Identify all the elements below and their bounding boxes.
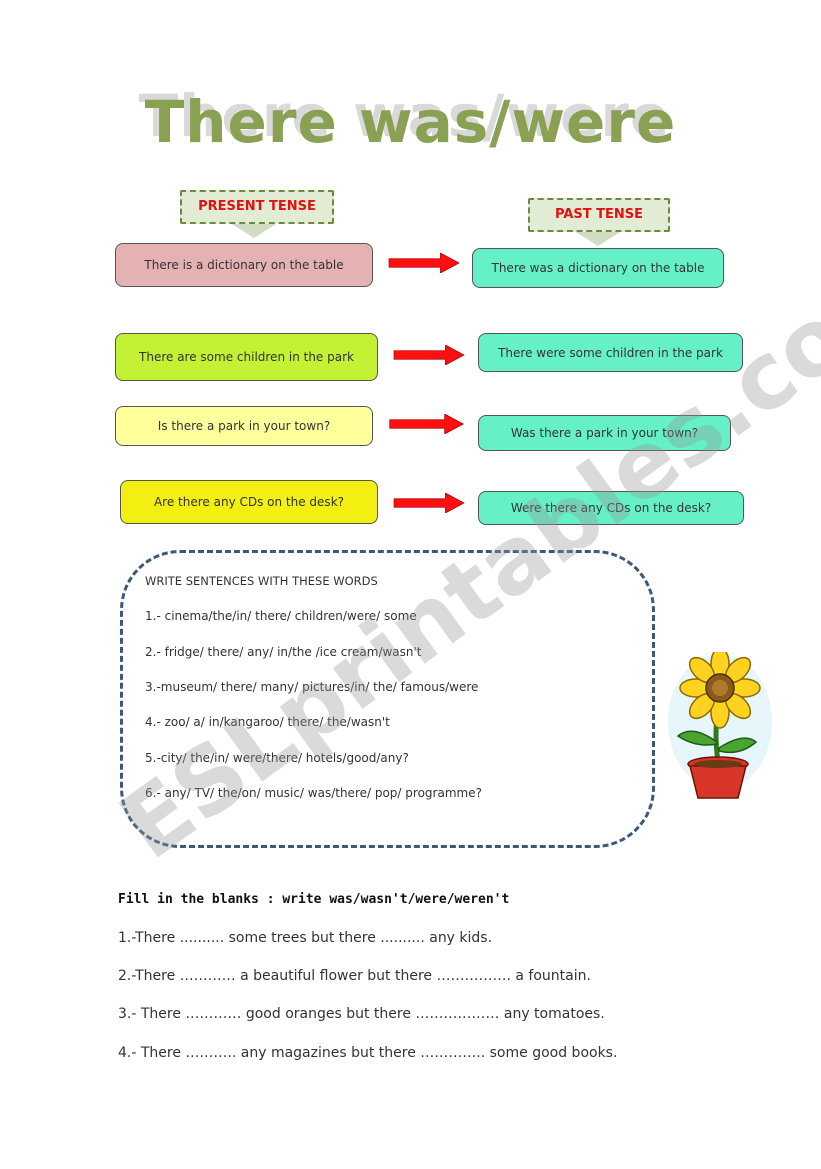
present-sentence-4-text: Are there any CDs on the desk? — [153, 495, 345, 509]
past-sentence-3-text: Was there a park in your town? — [510, 426, 699, 440]
present-sentence-1: There is a dictionary on the table — [115, 243, 373, 287]
past-sentence-1-text: There was a dictionary on the table — [491, 261, 705, 275]
arrow-right-icon — [388, 253, 460, 273]
present-sentence-3: Is there a park in your town? — [115, 406, 373, 446]
arrow-right-icon — [393, 345, 465, 365]
flower-pot-icon — [668, 652, 772, 799]
past-sentence-2-text: There were some children in the park — [498, 345, 723, 360]
present-sentence-2: There are some children in the park — [115, 333, 378, 381]
exercise-item-3: 3.-museum/ there/ many/ pictures/in/ the… — [145, 680, 479, 694]
exercise-box — [120, 550, 655, 848]
past-sentence-2: There were some children in the park — [478, 333, 743, 372]
past-sentence-3: Was there a park in your town? — [478, 415, 731, 451]
present-sentence-3-text: Is there a park in your town? — [157, 419, 331, 433]
fill-heading: Fill in the blanks : write was/wasn't/we… — [118, 892, 510, 907]
present-sentence-4: Are there any CDs on the desk? — [120, 480, 378, 524]
arrow-right-icon — [389, 414, 465, 434]
exercise-item-1: 1.- cinema/the/in/ there/ children/were/… — [145, 609, 417, 623]
past-tense-label: PAST TENSE — [528, 198, 670, 232]
past-tense-label-tail — [576, 232, 620, 246]
exercise-item-6: 6.- any/ TV/ the/on/ music/ was/there/ p… — [145, 786, 482, 800]
fill-item-3: 3.- There ………… good oranges but there ……… — [118, 1006, 605, 1022]
present-tense-label-tail — [232, 224, 276, 238]
past-sentence-4-text: Were there any CDs on the desk? — [510, 501, 712, 515]
fill-item-4: 4.- There ……….. any magazines but there … — [118, 1045, 618, 1061]
arrow-right-icon — [393, 493, 465, 513]
exercise-item-4: 4.- zoo/ a/ in/kangaroo/ there/ the/wasn… — [145, 715, 390, 729]
page-title: There was/were — [144, 88, 677, 156]
exercise-item-2: 2.- fridge/ there/ any/ in/the /ice crea… — [145, 645, 422, 659]
present-sentence-1-text: There is a dictionary on the table — [144, 258, 344, 272]
fill-item-1: 1.-There .......... some trees but there… — [118, 930, 493, 946]
past-sentence-1: There was a dictionary on the table — [472, 248, 724, 288]
present-tense-label: PRESENT TENSE — [180, 190, 334, 224]
exercise-item-5: 5.-city/ the/in/ were/there/ hotels/good… — [145, 751, 409, 765]
page-title-shadow: There was/were — [138, 82, 671, 150]
exercise-heading: WRITE SENTENCES WITH THESE WORDS — [145, 574, 378, 588]
past-sentence-4: Were there any CDs on the desk? — [478, 491, 744, 525]
fill-item-2: 2.-There ………… a beautiful flower but the… — [118, 968, 591, 984]
present-sentence-2-text: There are some children in the park — [139, 350, 354, 364]
